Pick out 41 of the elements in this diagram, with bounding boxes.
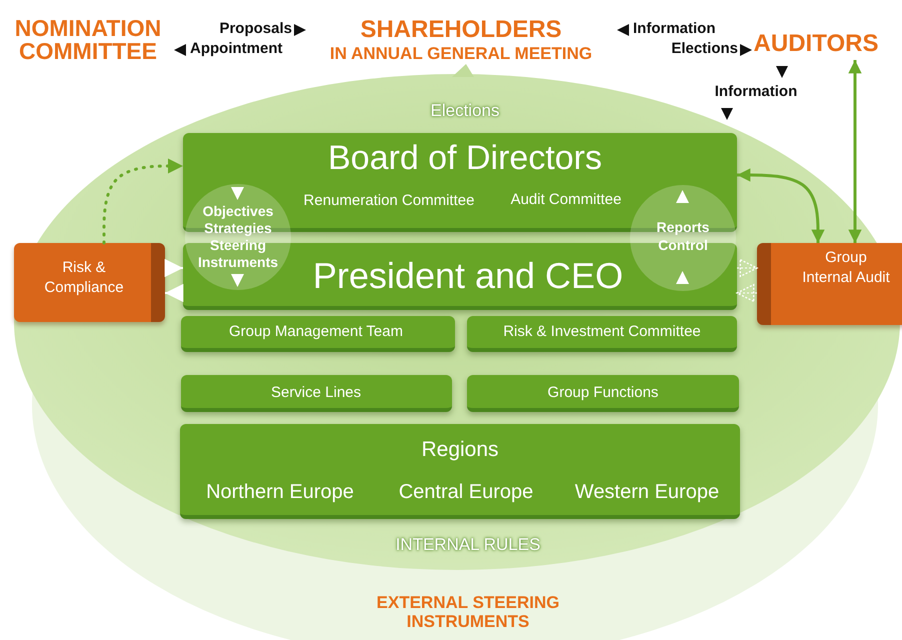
meeting-subtitle: IN ANNUAL GENERAL MEETING	[328, 44, 594, 64]
box-label: Service Lines	[270, 384, 362, 402]
arrow	[165, 284, 184, 302]
region-label: INTERNAL RULES	[394, 535, 542, 554]
committee-title: NOMINATION COMMITTEE	[14, 17, 162, 64]
box-label: Group Internal Audit	[801, 248, 891, 287]
auditors-title: AUDITORS	[752, 30, 880, 58]
region-label: EXTERNAL STEERING INSTRUMENTS	[376, 593, 560, 632]
arrow	[736, 259, 758, 277]
committee-label: Renumeration Committee	[302, 192, 476, 210]
arrow-label: Elections	[670, 41, 738, 58]
arrow-label: Proposals	[218, 21, 292, 38]
region-label: Western Europe	[574, 481, 720, 504]
function-box	[14, 243, 165, 322]
region-label: Elections	[430, 101, 500, 120]
arrow	[102, 158, 184, 244]
arrow	[164, 258, 183, 278]
arrow	[848, 60, 862, 243]
process-box	[467, 316, 737, 352]
process-box	[467, 375, 739, 412]
box-label: Group Functions	[546, 384, 660, 402]
circle-label: Objectives Strategies Steering Instruments	[196, 203, 280, 272]
arrow-label: Information	[633, 21, 716, 38]
box-label: Risk & Investment Committee	[502, 323, 702, 340]
function-box	[757, 243, 902, 325]
region-label: Northern Europe	[205, 481, 355, 504]
box-title: Regions	[420, 438, 500, 462]
process-box	[181, 375, 452, 412]
process-box	[181, 316, 455, 352]
process-box	[180, 424, 740, 519]
arrow	[736, 284, 758, 302]
box-label: Group Management Team	[228, 323, 404, 340]
shareholders-title: SHAREHOLDERS	[359, 16, 563, 44]
box-title: Board of Directors	[327, 139, 603, 178]
arrow-label: Appointment	[190, 41, 284, 58]
arrow	[737, 168, 825, 243]
region-label: Central Europe	[398, 481, 534, 504]
box-title: President and CEO	[312, 255, 624, 296]
arrow-label: Information	[714, 84, 798, 101]
committee-label: Audit Committee	[510, 191, 622, 208]
box-label: Risk & Compliance	[43, 258, 125, 297]
